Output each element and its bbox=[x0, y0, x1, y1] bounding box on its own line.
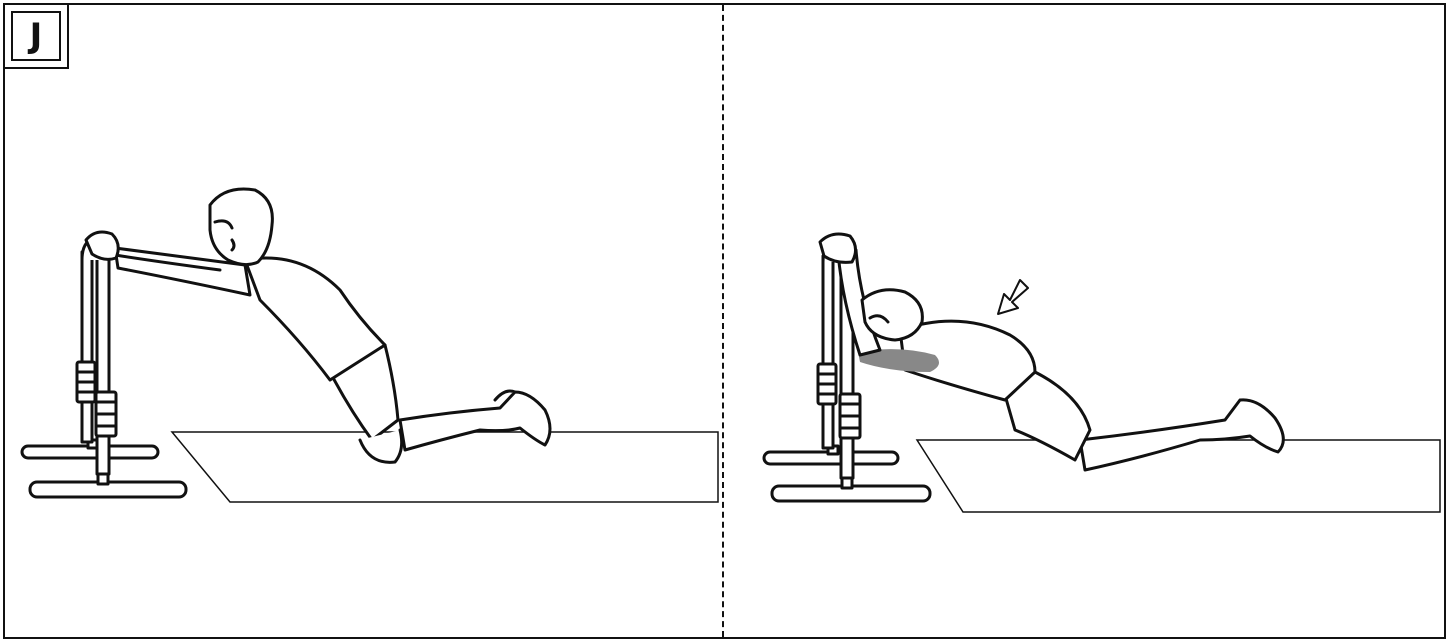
person-start bbox=[84, 187, 552, 464]
person-end bbox=[818, 232, 1285, 472]
step-label-box: J bbox=[3, 3, 69, 69]
step-label: J bbox=[11, 11, 61, 61]
arrow-down-left-icon bbox=[997, 279, 1029, 315]
exercise-mat-2 bbox=[915, 439, 1441, 513]
panel-divider bbox=[722, 5, 724, 637]
figure-frame bbox=[3, 3, 1446, 639]
